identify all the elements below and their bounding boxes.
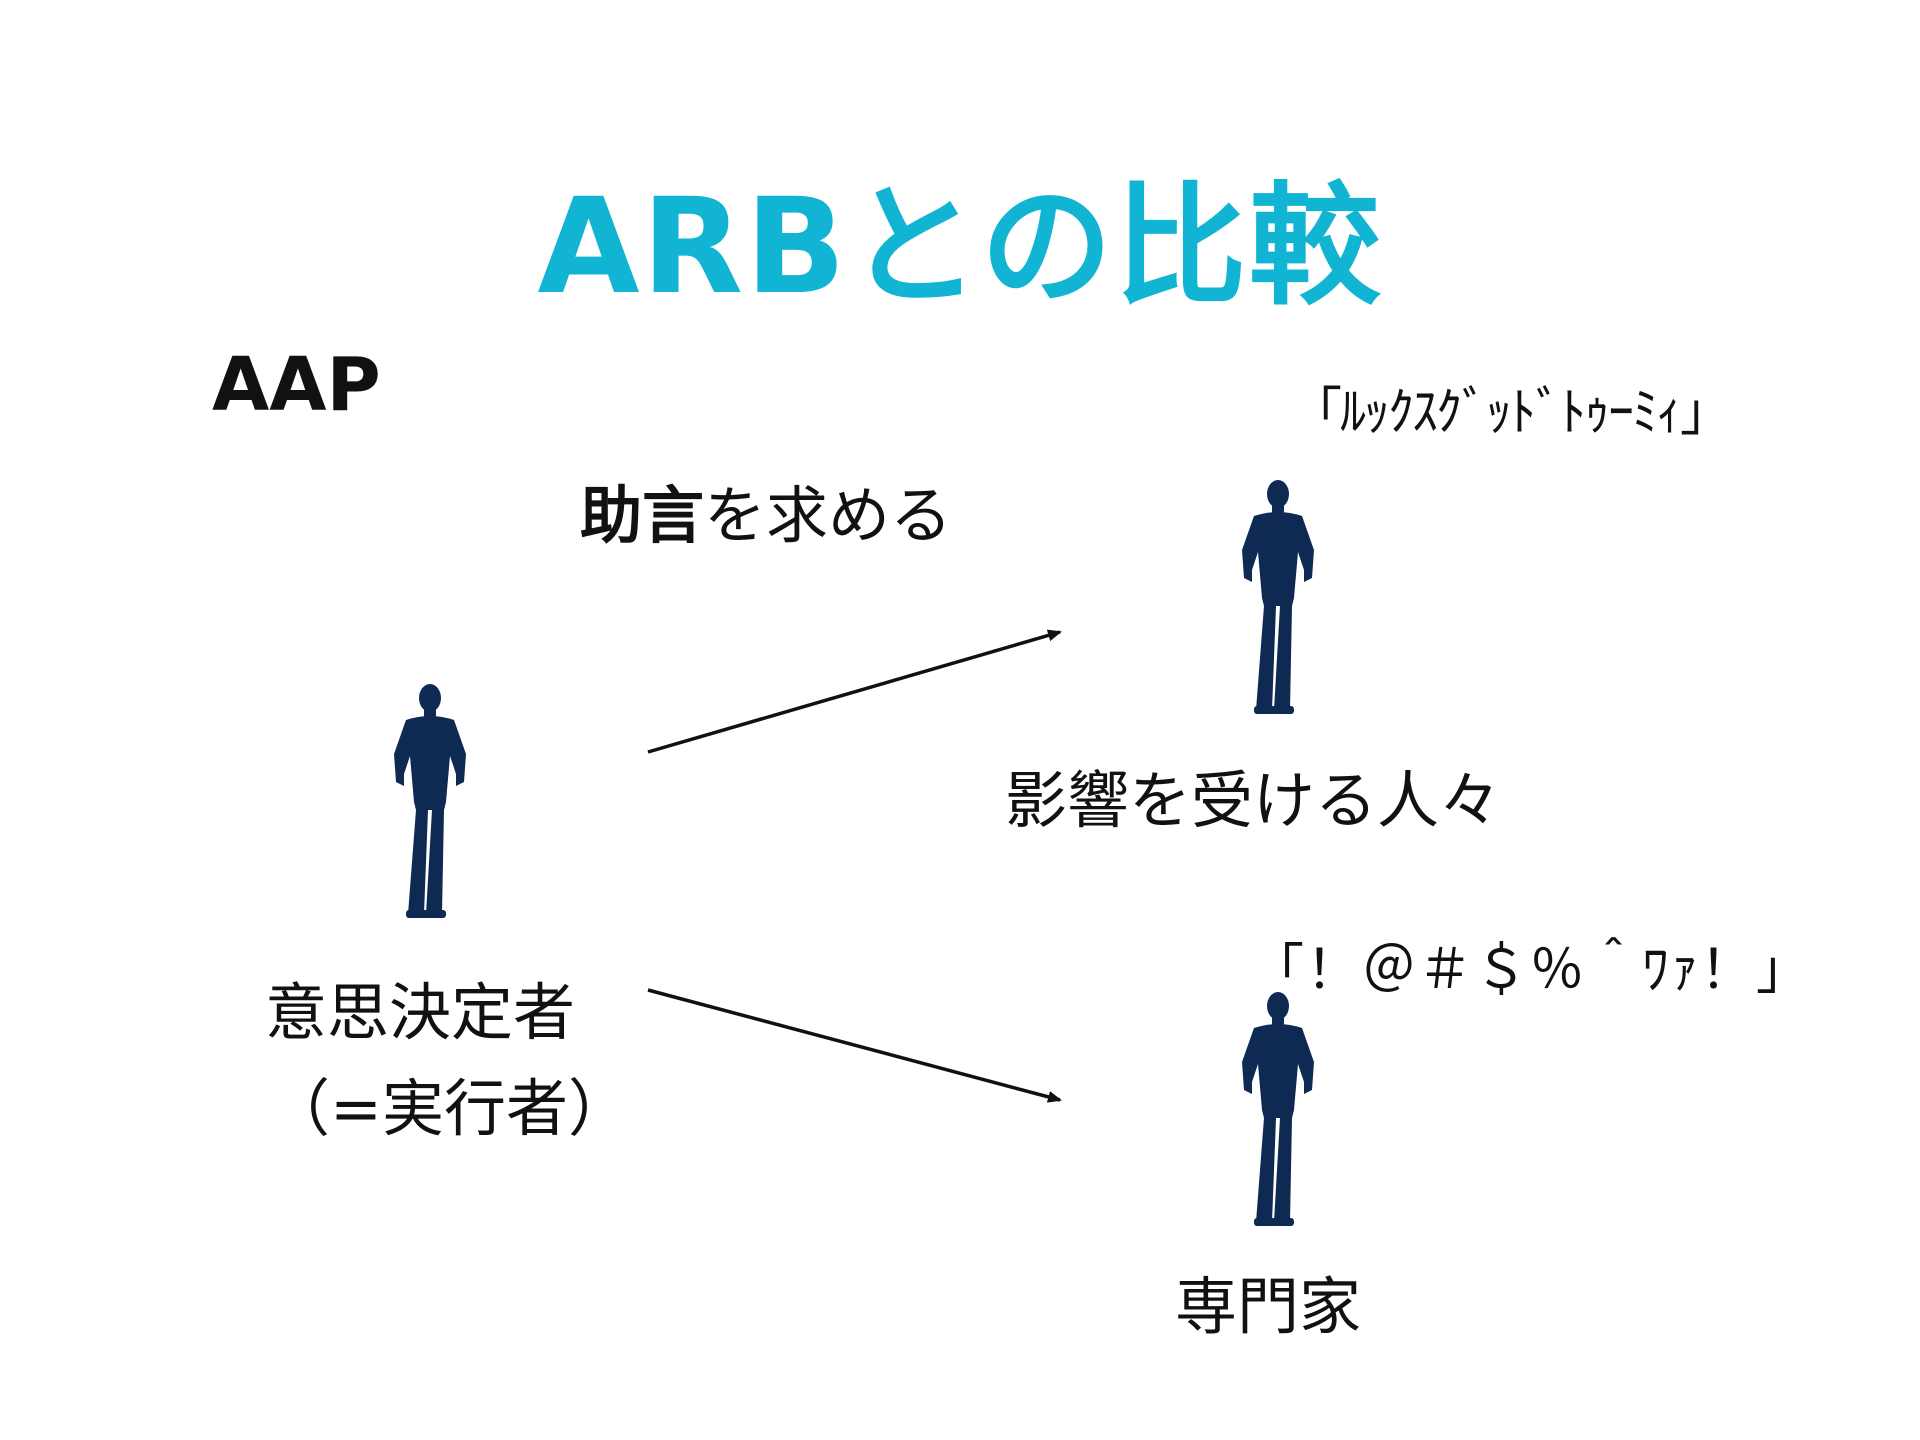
expert-person-icon bbox=[1242, 992, 1314, 1226]
expert-label: 専門家 bbox=[1175, 1270, 1362, 1343]
arrow-to-affected-people bbox=[647, 629, 1062, 754]
slide-title: ARBとの比較 bbox=[537, 170, 1383, 324]
decision-maker-person-icon bbox=[394, 684, 466, 918]
advice-caption: 助言を求める bbox=[580, 465, 952, 555]
advice-bold: 助言 bbox=[580, 479, 705, 552]
expert-quote: 「！＠＃＄％＾ﾜｧ！」 bbox=[1250, 938, 1812, 1001]
section-label: AAP bbox=[212, 342, 381, 428]
affected-people-label: 影響を受ける人々 bbox=[1005, 764, 1502, 837]
decision-maker-label: 意思決定者 bbox=[265, 976, 576, 1049]
advice-rest: を求める bbox=[704, 479, 953, 552]
arrow-to-expert bbox=[647, 988, 1062, 1103]
affected-people-quote: 「ﾙｯｸｽｸﾞｯﾄﾞﾄｩｰﾐｨ」 bbox=[1290, 383, 1732, 443]
affected-person-icon bbox=[1242, 480, 1314, 714]
decision-maker-sublabel: （=実行者） bbox=[268, 1072, 630, 1145]
